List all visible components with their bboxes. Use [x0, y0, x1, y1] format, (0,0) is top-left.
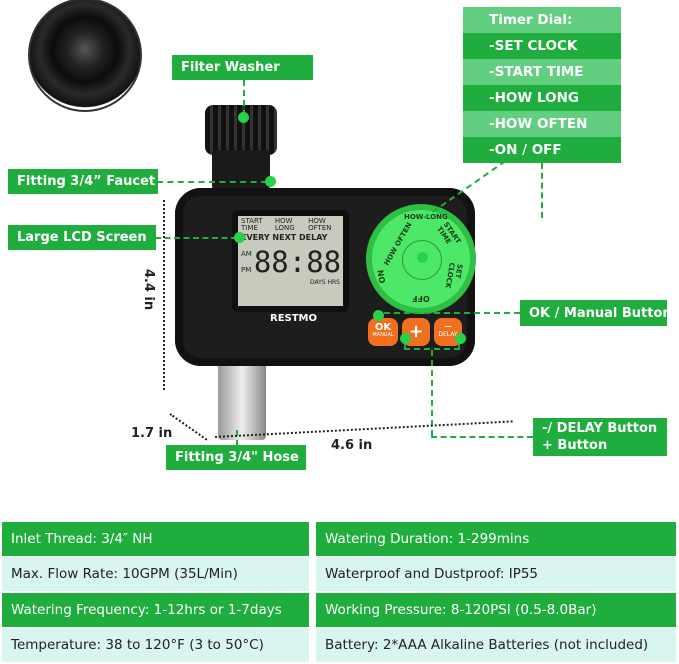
lcd-start-time: START TIME	[241, 217, 263, 232]
spec-cell: Max. Flow Rate: 10GPM (35L/Min)	[2, 557, 309, 591]
timer-item: -START TIME	[463, 59, 621, 85]
lcd-digits: 88:88	[253, 244, 342, 279]
filter-washer-inset	[28, 0, 142, 112]
dial-set-clock: SET CLOCK	[443, 261, 464, 289]
timer-item: -ON / OFF	[463, 137, 621, 163]
lcd-hrs: HRS	[327, 279, 341, 286]
delay-label: DELAY	[438, 331, 458, 338]
ok-label: OK	[374, 322, 392, 333]
spec-cell: Battery: 2*AAA Alkaline Batteries (not i…	[316, 628, 676, 662]
faucet-fitting-neck	[212, 150, 270, 190]
delay-button-label: -/ DELAY Button + Button	[533, 418, 667, 456]
height-dimension: 4.4 in	[141, 268, 157, 311]
minus-label: −	[443, 320, 453, 333]
depth-dimension: 1.7 in	[131, 426, 173, 441]
lcd-pm: PM	[241, 266, 252, 274]
hose-fitting	[218, 362, 266, 440]
delay-button-line1: -/ DELAY Button	[542, 421, 658, 436]
dial-off: OFF	[412, 294, 430, 303]
dial-how-long: HOW LONG	[404, 213, 448, 221]
spec-cell: Waterproof and Dustproof: IP55	[316, 557, 676, 591]
lcd-label: Large LCD Screen	[8, 225, 156, 250]
ok-button-label: OK / Manual Button	[520, 300, 672, 326]
brand-logo: RESTMO	[270, 313, 318, 324]
manual-label: MANUAL	[372, 332, 394, 338]
lcd-am: AM	[241, 250, 252, 258]
timer-dial-legend: Timer Dial: -SET CLOCK -START TIME -HOW …	[463, 7, 621, 163]
spec-cell: Watering Duration: 1-299mins	[316, 522, 676, 556]
spec-cell: Working Pressure: 8-120PSI (0.5-8.0Bar)	[316, 593, 676, 627]
timer-item: -HOW LONG	[463, 85, 621, 111]
timer-dial[interactable]: HOW OFTEN HOW LONG START TIME SET CLOCK …	[366, 204, 476, 314]
hose-label: Fitting 3/4" Hose	[166, 445, 306, 470]
faucet-label: Fitting 3/4” Faucet	[8, 169, 158, 194]
timer-dial-title: Timer Dial:	[463, 7, 621, 33]
lcd-row2: EVERY NEXT DELAY	[241, 233, 328, 242]
lcd-how-often: HOW OFTEN	[308, 217, 332, 232]
lcd-how-long: HOW LONG	[274, 217, 295, 232]
delay-button-line2: + Button	[542, 438, 608, 453]
timer-item: -HOW OFTEN	[463, 111, 621, 137]
lcd-screen: START TIME HOW LONG HOW OFTEN EVERY NEXT D…	[232, 210, 349, 312]
spec-cell: Inlet Thread: 3/4″ NH	[2, 522, 309, 556]
spec-cell: Temperature: 38 to 120°F (3 to 50°C)	[2, 628, 309, 662]
spec-cell: Watering Frequency: 1-12hrs or 1-7days	[2, 593, 309, 627]
filter-washer-label: Filter Washer	[172, 55, 313, 80]
dial-on: ON	[376, 269, 388, 284]
timer-item: -SET CLOCK	[463, 33, 621, 59]
width-dimension: 4.6 in	[331, 438, 373, 453]
lcd-days: DAYS	[309, 279, 326, 286]
